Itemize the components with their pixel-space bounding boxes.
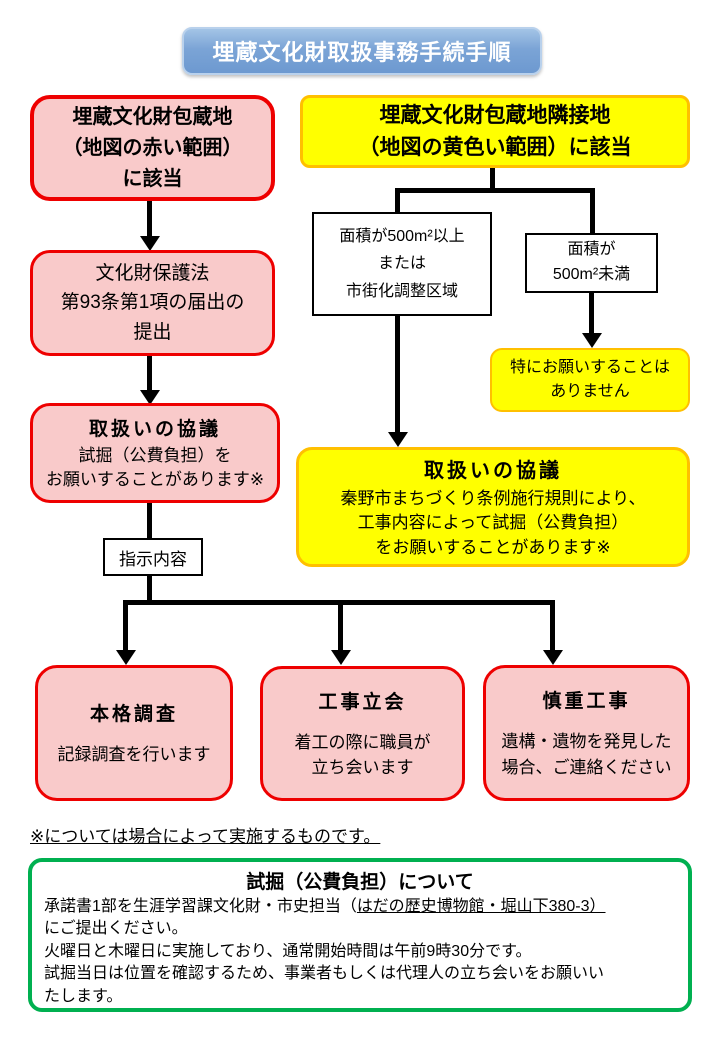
outcome-body: 遺構・遺物を発見した 場合、ご連絡ください: [502, 729, 672, 780]
condition-small-line: 500m²未満: [552, 266, 631, 283]
yellow-zone-box: 埋蔵文化財包蔵地隣接地 （地図の黄色い範囲）に該当: [300, 95, 690, 168]
arrowhead-to-witness: [331, 650, 351, 665]
arrowhead-to-survey: [116, 650, 136, 665]
protection-law-box: 文化財保護法 第93条第1項の届出の 提出: [30, 250, 275, 356]
outcome-body: 着工の際に職員が 立ち会います: [295, 730, 431, 781]
no-action-line: ありません: [550, 383, 630, 400]
arrowhead-red-to-law: [140, 236, 160, 251]
connector-large-to-council: [395, 316, 400, 434]
trial-excavation-title: 試掘（公費負担）について: [246, 872, 474, 893]
page-title: 埋蔵文化財取扱事務手続手順: [182, 27, 542, 75]
arrowhead-law-to-council: [140, 390, 160, 405]
yellow-branch-horizontal: [395, 188, 595, 193]
info-line-attendance-cont: たします。: [44, 987, 123, 1005]
info-line-address-pre: 承諾書1部を生涯学習課文化財・市史担当（: [44, 898, 357, 915]
connector-branch-to-witness: [338, 600, 343, 652]
asterisk-footnote: ※については場合によって実施するものです。: [30, 827, 381, 846]
outcome-title: 慎重工事: [542, 691, 631, 712]
yellow-council-body-line: をお願いすることがあります※: [375, 537, 611, 557]
outcome-title: 工事立会: [318, 691, 407, 713]
trial-excavation-info-box: 試掘（公費負担）について 承諾書1部を生涯学習課文化財・市史担当（はだの歴史博物…: [28, 858, 692, 1012]
instruction-label-box: 指示内容: [103, 538, 203, 576]
yellow-council-body-line: 工事内容によって試掘（公費負担）: [357, 513, 629, 533]
handling-council-title: 取扱いの協議: [88, 419, 221, 441]
connector-yellow-header-down: [490, 167, 495, 193]
condition-large-line: または: [377, 255, 426, 273]
arrowhead-to-careful: [543, 650, 563, 665]
info-line-address: 承諾書1部を生涯学習課文化財・市史担当（はだの歴史博物館・堀山下380-3）: [44, 896, 676, 918]
red-zone-line: 埋蔵文化財包蔵地: [72, 105, 233, 128]
info-line-schedule: 火曜日と木曜日に実施しており、通常開始時間は午前9時30分です。: [44, 942, 532, 960]
red-zone-line: （地図の赤い範囲）: [62, 136, 243, 159]
condition-small-line: 面積が: [567, 241, 616, 259]
condition-large-area-box: 面積が500m²以上 または 市街化調整区域: [312, 212, 492, 316]
outcome-careful-construction-box: 慎重工事 遺構・遺物を発見した 場合、ご連絡ください: [483, 665, 690, 801]
no-action-box: 特にお願いすることは ありません: [490, 348, 690, 412]
condition-large-line: 市街化調整区域: [345, 282, 458, 300]
outcome-full-survey-box: 本格調査 記録調査を行います: [35, 665, 233, 801]
arrowhead-to-noaction: [582, 333, 602, 348]
handling-council-box: 取扱いの協議 試掘（公費負担）を お願いすることがあります※: [30, 403, 280, 503]
outcome-body-line: 記録調査を行います: [57, 744, 211, 764]
outcome-body-line: 立ち会います: [311, 758, 414, 777]
yellow-council-box: 取扱いの協議 秦野市まちづくり条例施行規則により、 工事内容によって試掘（公費負…: [296, 447, 690, 567]
protection-law-line: 第93条第1項の届出の: [60, 292, 245, 314]
connector-to-cond-large: [395, 188, 400, 214]
condition-large-line: 面積が500m²以上: [339, 228, 465, 246]
yellow-zone-line: （地図の黄色い範囲）に該当: [358, 135, 632, 159]
yellow-zone-line: 埋蔵文化財包蔵地隣接地: [379, 104, 611, 127]
yellow-council-title: 取扱いの協議: [424, 459, 562, 482]
handling-council-body-line: 試掘（公費負担）を: [78, 446, 232, 466]
yellow-council-body-line: 秦野市まちづくり条例施行規則により、: [340, 488, 646, 508]
red-zone-line: に該当: [122, 167, 183, 190]
connector-branch-to-survey: [123, 600, 128, 652]
outcome-title: 本格調査: [89, 703, 178, 725]
connector-to-cond-small: [590, 188, 595, 235]
outcome-body-line: 遺構・遺物を発見した: [501, 732, 672, 751]
connector-red-to-law: [147, 200, 152, 238]
connector-law-to-council: [147, 355, 152, 392]
info-line-address-underlined: はだの歴史博物館・堀山下380-3）: [356, 898, 606, 915]
arrowhead-to-yellow-council: [388, 432, 408, 447]
no-action-line: 特にお願いすることは: [509, 359, 670, 376]
connector-small-to-noaction: [589, 293, 594, 336]
connector-branch-to-careful: [550, 600, 555, 652]
outcome-body-line: 場合、ご連絡ください: [501, 757, 672, 777]
protection-law-line: 提出: [133, 321, 172, 343]
handling-council-body-line: お願いすることがあります※: [45, 470, 265, 489]
protection-law-line: 文化財保護法: [95, 262, 210, 284]
outcome-body-line: 着工の際に職員が: [294, 732, 431, 752]
info-line-submit: にご提出ください。: [44, 920, 188, 938]
condition-small-area-box: 面積が 500m²未満: [525, 233, 658, 293]
outcome-construction-witness-box: 工事立会 着工の際に職員が 立ち会います: [260, 666, 465, 801]
info-line-attendance: 試掘当日は位置を確認するため、事業者もしくは代理人の立ち会いをお願いい: [44, 965, 605, 983]
red-zone-box: 埋蔵文化財包蔵地 （地図の赤い範囲） に該当: [30, 95, 275, 201]
